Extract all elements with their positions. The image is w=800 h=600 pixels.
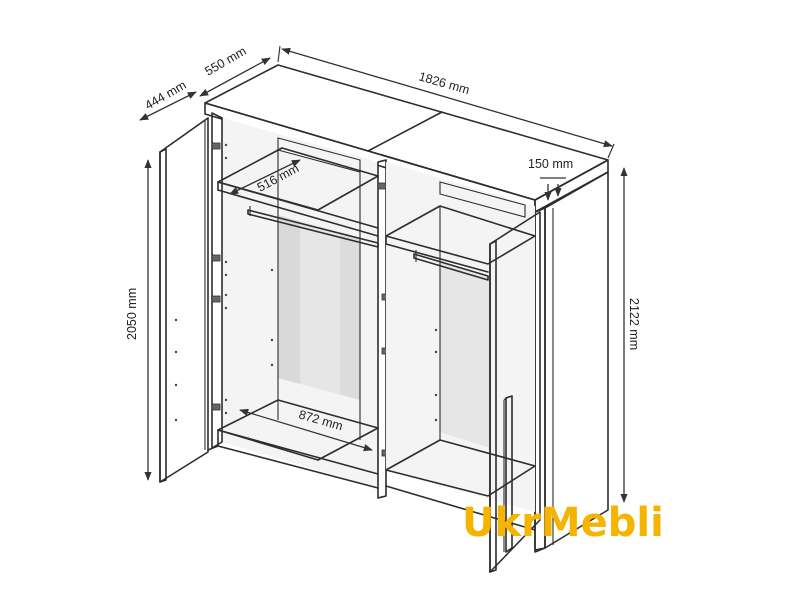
right-door	[489, 211, 541, 573]
wardrobe-base	[207, 445, 546, 551]
dimension-lines	[139, 45, 628, 503]
label-side-panel: 150 mm	[528, 157, 573, 171]
door-hinges-left	[211, 142, 221, 411]
right-compartment	[385, 162, 536, 531]
left-door	[159, 117, 221, 483]
wardrobe-right-side	[534, 171, 609, 553]
label-total-height: 2122 mm	[627, 298, 641, 350]
hinge-dots	[224, 143, 274, 415]
door-handle	[503, 395, 513, 553]
left-compartment	[211, 112, 379, 489]
watermark-logo: UkrMebli	[462, 500, 664, 546]
dimension-labels: 1826 mm 550 mm 444 mm 516 mm 150 mm 2050…	[125, 44, 641, 433]
center-divider	[377, 159, 390, 499]
label-total-width: 1826 mm	[417, 69, 471, 97]
label-door-height: 2050 mm	[125, 288, 139, 340]
